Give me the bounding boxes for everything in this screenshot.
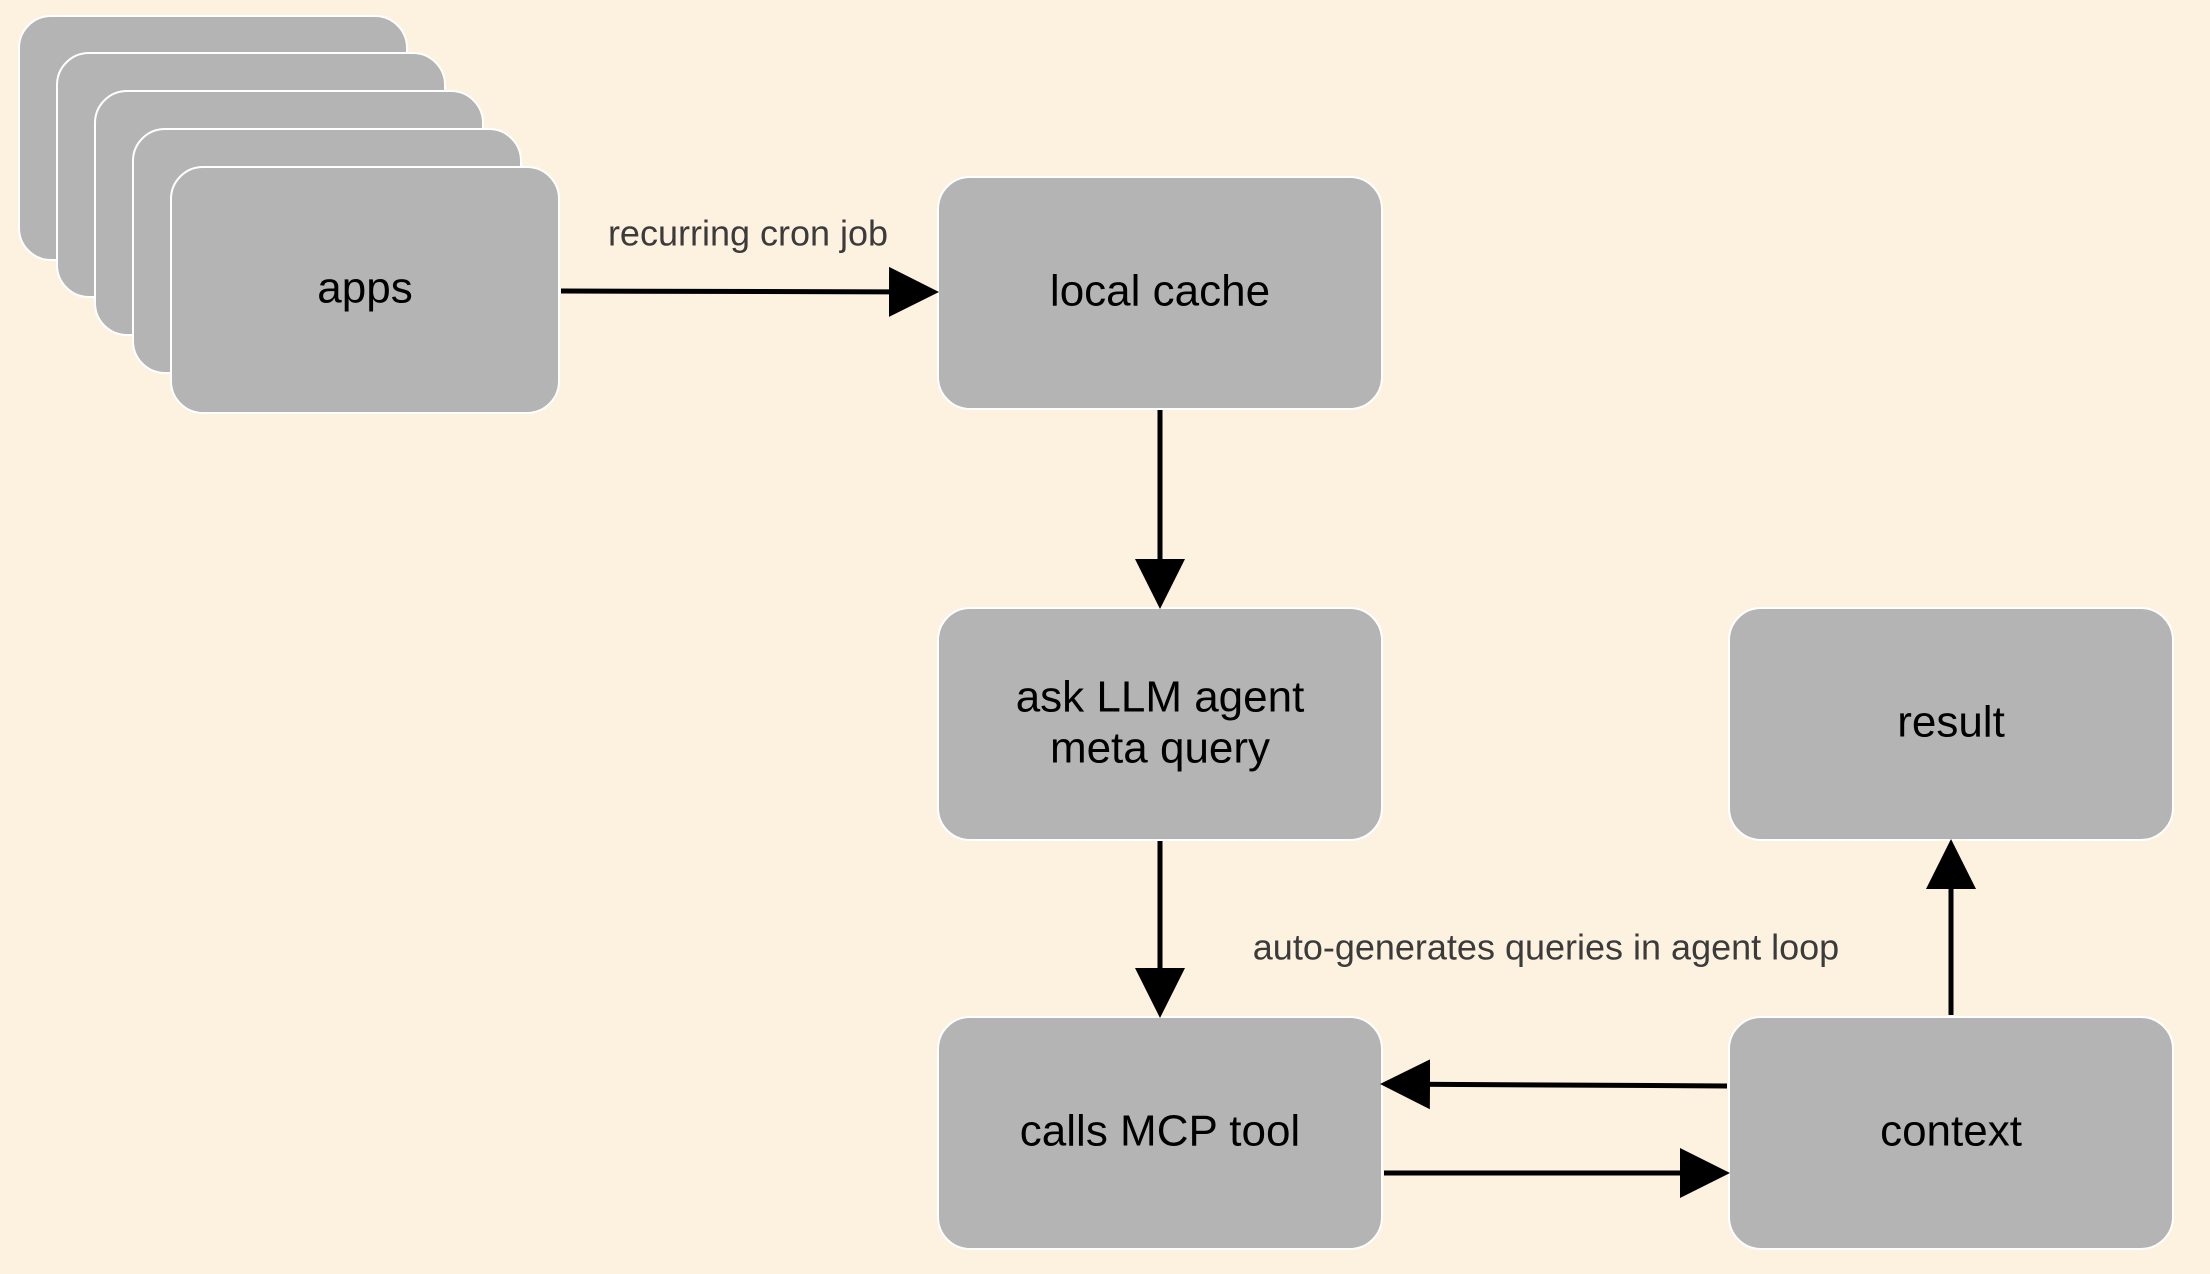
ask-agent-node: ask LLM agent meta query bbox=[937, 607, 1383, 841]
apps-node-stack: apps bbox=[18, 15, 560, 414]
result-label: result bbox=[1897, 698, 2005, 747]
edge-label-agent-loop: auto-generates queries in agent loop bbox=[1253, 927, 1839, 968]
local-cache-node: local cache bbox=[937, 176, 1383, 410]
ask-agent-label-line2: meta query bbox=[1050, 724, 1270, 773]
arrow-context-to-mcp-tool bbox=[1380, 1059, 1728, 1110]
apps-node bbox=[170, 166, 560, 414]
context-node: context bbox=[1728, 1016, 2174, 1250]
local-cache-label: local cache bbox=[1050, 267, 1270, 316]
arrow-apps-to-cache bbox=[560, 266, 939, 317]
edge-label-recurring-cron-job: recurring cron job bbox=[608, 213, 888, 254]
result-node: result bbox=[1728, 607, 2174, 841]
mcp-tool-label: calls MCP tool bbox=[1020, 1107, 1300, 1156]
ask-agent-label-line1: ask LLM agent bbox=[1016, 673, 1305, 722]
apps-node-label: apps bbox=[317, 264, 412, 313]
context-label: context bbox=[1880, 1107, 2022, 1156]
context-box bbox=[1728, 1016, 2174, 1250]
mcp-tool-node: calls MCP tool bbox=[937, 1016, 1383, 1250]
